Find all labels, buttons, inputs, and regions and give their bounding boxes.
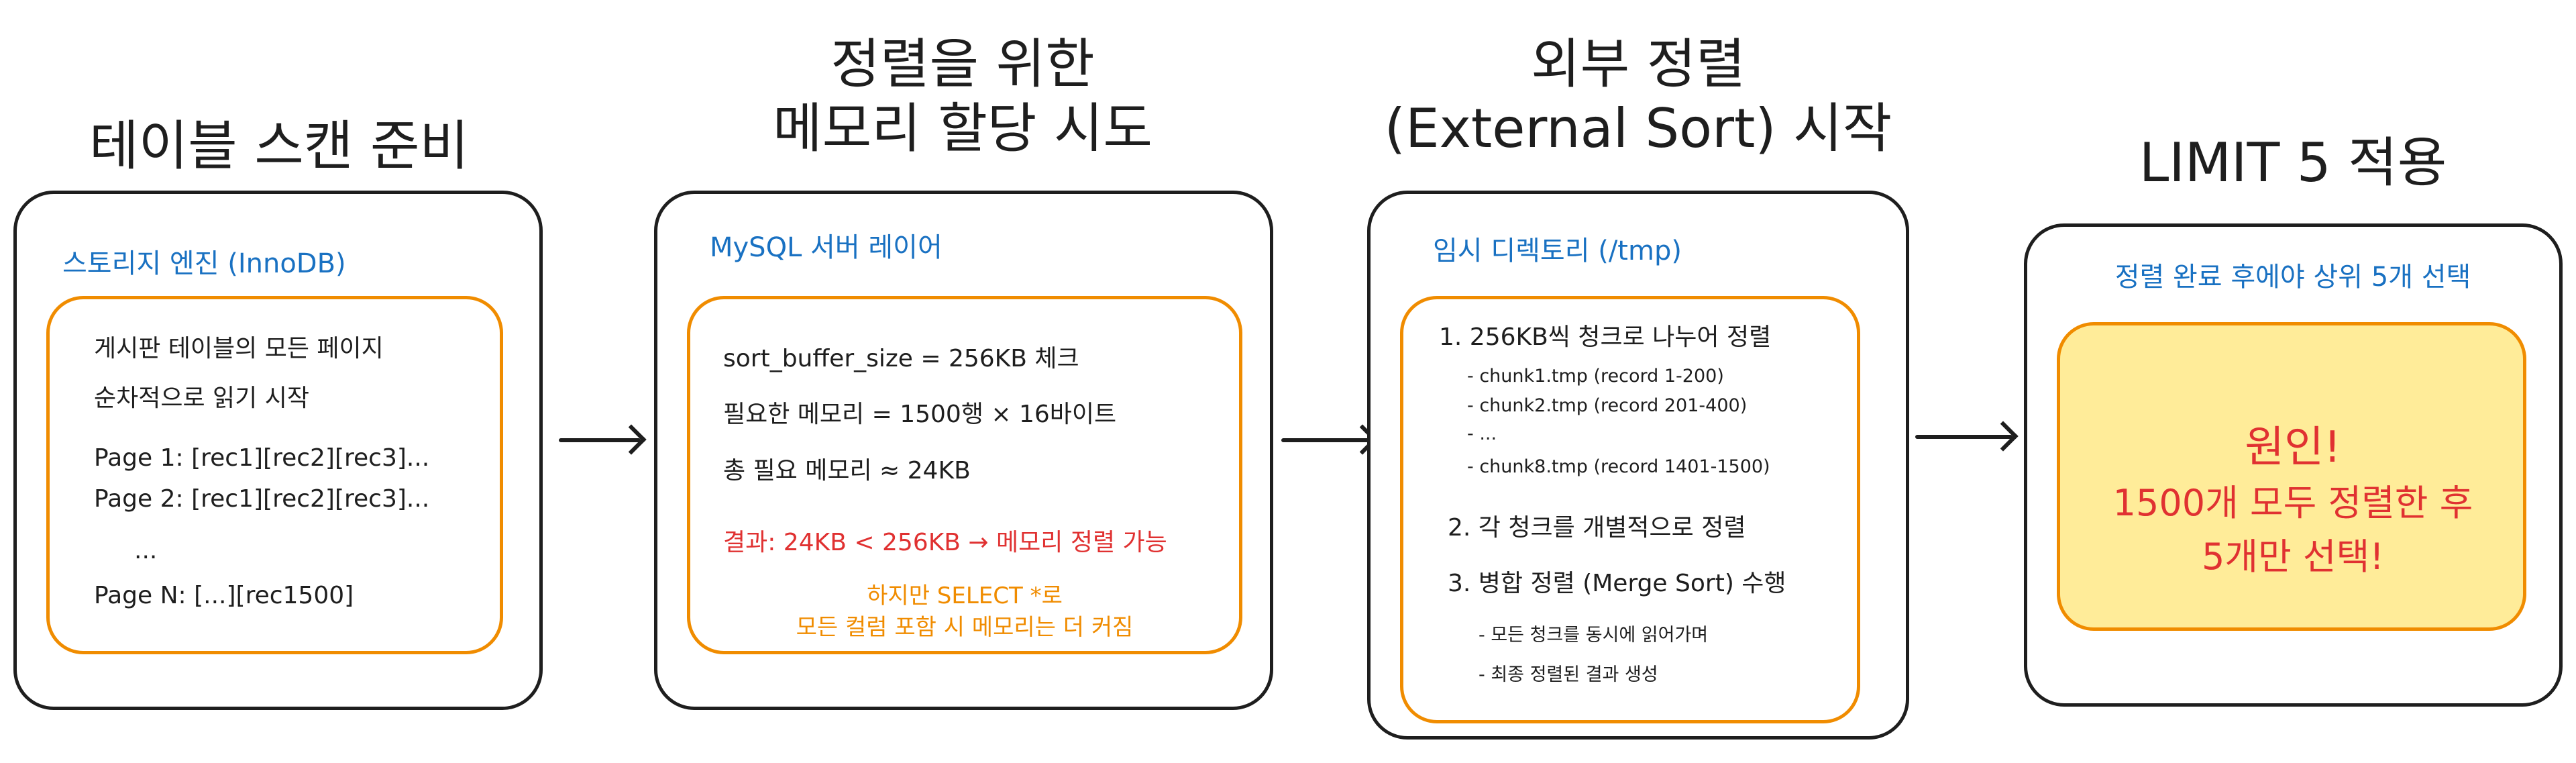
- memory-check-box: [687, 296, 1242, 654]
- step4-title: LIMIT 5 적용: [2139, 132, 2447, 194]
- memory-note: 하지만 SELECT *로: [867, 582, 1063, 609]
- step3-title-line: (External Sort) 시작: [1384, 97, 1892, 160]
- cause-highlight-box: [2057, 322, 2526, 631]
- step2-title: 정렬을 위한 메모리 할당 시도: [773, 32, 1152, 161]
- merge-sub-item: - 최종 정렬된 결과 생성: [1479, 664, 1658, 685]
- external-sort-box: [1400, 296, 1860, 723]
- memory-note: 모든 컬럼 포함 시 메모리는 더 커짐: [796, 614, 1134, 641]
- scan-line: 순차적으로 읽기 시작: [94, 385, 309, 412]
- chunk-item: - chunk8.tmp (record 1401-1500): [1467, 456, 1770, 477]
- cause-explain: 5개만 선택!: [2202, 536, 2384, 578]
- step1-title: 테이블 스캔 준비: [89, 115, 470, 177]
- memory-line: 필요한 메모리 = 1500행 × 16바이트: [723, 401, 1117, 428]
- tmp-directory-label: 임시 디렉토리 (/tmp): [1433, 236, 1682, 266]
- arrow-right-icon: [1915, 435, 2012, 439]
- step2-title-line: 메모리 할당 시도: [772, 97, 1153, 160]
- page-line: Page N: [...][rec1500]: [94, 582, 354, 609]
- tmp-directory-panel: [1367, 191, 1909, 740]
- page-line: Page 2: [rec1][rec2][rec3]...: [94, 485, 430, 513]
- storage-engine-label: 스토리지 엔진 (InnoDB): [62, 248, 346, 279]
- merge-sub-item: - 모든 청크를 동시에 읽어가며: [1479, 625, 1709, 646]
- limit-label: 정렬 완료 후에야 상위 5개 선택: [2114, 262, 2471, 293]
- cause-heading: 원인!: [2245, 423, 2341, 472]
- chunk-item: - ...: [1467, 423, 1497, 444]
- storage-engine-panel: [13, 191, 543, 710]
- step3-title-line: 외부 정렬: [1531, 33, 1746, 95]
- scan-line: 게시판 테이블의 모든 페이지: [94, 335, 384, 362]
- sort-step: 2. 각 청크를 개별적으로 정렬: [1448, 514, 1746, 542]
- mysql-server-panel: [654, 191, 1273, 710]
- arrow-right-icon: [559, 438, 641, 442]
- memory-line: sort_buffer_size = 256KB 체크: [723, 345, 1079, 372]
- arrow-right-icon: [1281, 438, 1372, 442]
- chunk-item: - chunk1.tmp (record 1-200): [1467, 366, 1724, 387]
- cause-explain: 1500개 모두 정렬한 후: [2112, 482, 2473, 524]
- memory-result: 결과: 24KB < 256KB → 메모리 정렬 가능: [723, 529, 1167, 556]
- chunk-item: - chunk2.tmp (record 201-400): [1467, 395, 1748, 416]
- sort-step: 3. 병합 정렬 (Merge Sort) 수행: [1448, 570, 1786, 597]
- sort-step: 1. 256KB씩 청크로 나누어 정렬: [1439, 323, 1772, 351]
- page-line: Page 1: [rec1][rec2][rec3]...: [94, 444, 430, 472]
- step2-title-line: 정렬을 위한: [830, 33, 1095, 95]
- step3-title: 외부 정렬 (External Sort) 시작: [1385, 32, 1892, 161]
- memory-line: 총 필요 메모리 ≈ 24KB: [723, 457, 971, 485]
- table-scan-box: [46, 296, 503, 654]
- mysql-server-label: MySQL 서버 레이어: [710, 232, 943, 263]
- page-ellipsis: ...: [134, 537, 158, 564]
